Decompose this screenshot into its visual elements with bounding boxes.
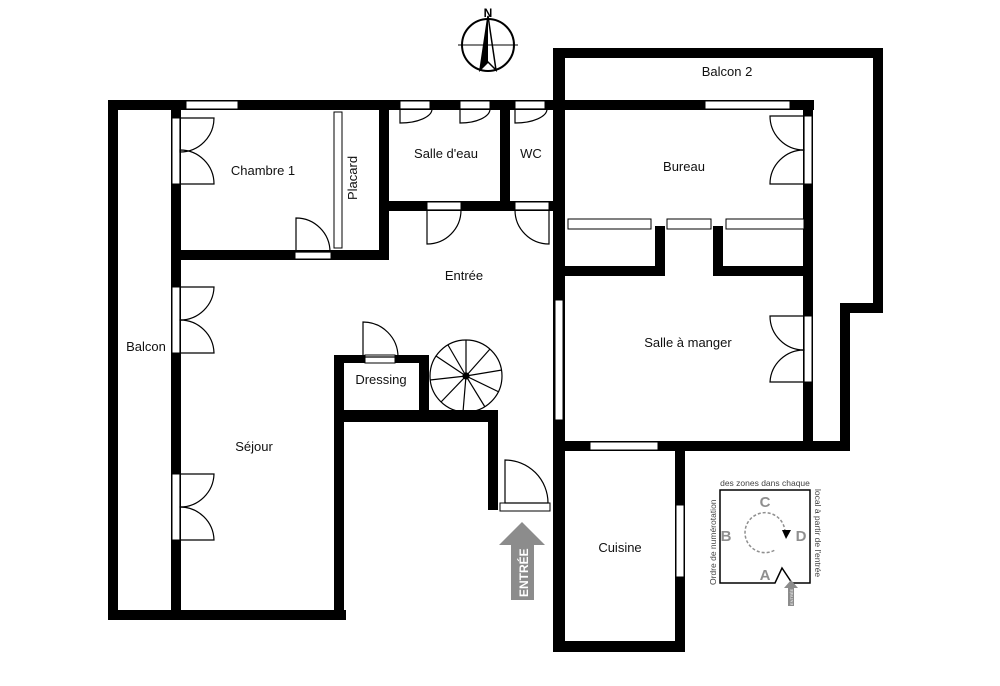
label-entree: Entrée [445, 268, 483, 283]
label-balcon2: Balcon 2 [702, 64, 753, 79]
spiral-staircase [429, 339, 503, 413]
entrance-arrow-label: ENTRÉE [516, 548, 531, 597]
label-placard: Placard [345, 156, 360, 200]
windows [171, 100, 813, 578]
numbering-legend: des zones dans chaque Ordre de numérotat… [708, 478, 823, 606]
label-chambre1: Chambre 1 [231, 163, 295, 178]
entrance-arrow: ENTRÉE [499, 522, 545, 600]
room-labels: Chambre 1 Placard Salle d'eau WC Bureau … [126, 64, 752, 555]
legend-small-arrow: ENTRÉE [784, 580, 798, 606]
legend-letter-b: B [721, 528, 732, 545]
label-bureau: Bureau [663, 159, 705, 174]
label-salle-deau: Salle d'eau [414, 146, 478, 161]
legend-right-text: local à partir de l'entrée [813, 489, 823, 577]
walls [108, 48, 883, 652]
legend-left-text: Ordre de numérotation [708, 499, 718, 585]
legend-small-arrow-label: ENTRÉE [789, 588, 794, 605]
label-balcon: Balcon [126, 339, 166, 354]
label-cuisine: Cuisine [598, 540, 641, 555]
label-sejour: Séjour [235, 439, 273, 454]
label-salle-a-manger: Salle à manger [644, 335, 732, 350]
legend-top-text: des zones dans chaque [720, 478, 810, 488]
legend-letter-d: D [796, 528, 807, 545]
legend-letter-a: A [760, 567, 771, 584]
doors [179, 108, 805, 541]
legend-letter-c: C [760, 494, 771, 511]
north-label: N [484, 6, 493, 20]
compass: N [458, 6, 518, 73]
label-dressing: Dressing [355, 372, 406, 387]
label-wc: WC [520, 146, 542, 161]
